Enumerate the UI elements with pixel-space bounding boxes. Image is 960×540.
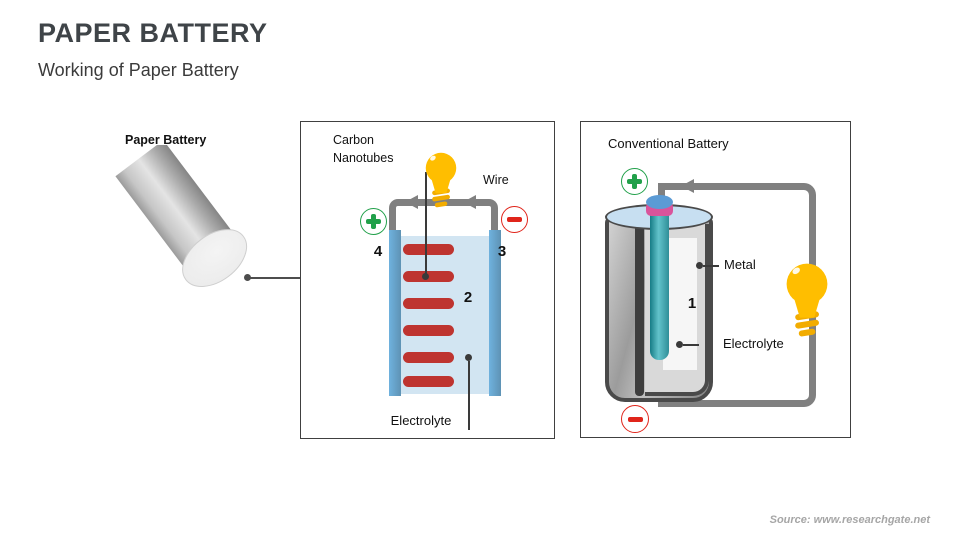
light-bulb-icon <box>786 263 828 337</box>
plus-icon <box>621 168 648 195</box>
wire-label: Wire <box>483 173 509 187</box>
page-subtitle: Working of Paper Battery <box>38 60 239 80</box>
electrolyte-pointer-dot <box>676 341 683 348</box>
conventional-battery-title: Conventional Battery <box>608 136 729 151</box>
paper-battery-panel: Carbon Nanotubes Wire 4 3 2 <box>300 121 555 439</box>
callout-number-4: 4 <box>373 243 383 260</box>
minus-icon <box>621 405 649 433</box>
current-arrow-left-icon <box>405 195 418 209</box>
light-bulb-icon <box>425 152 457 208</box>
conventional-battery-panel: Conventional Battery 1 Meta <box>580 121 851 438</box>
metal-label: Metal <box>724 257 756 272</box>
electrolyte-pointer-dot <box>465 354 472 361</box>
minus-glyph <box>507 217 522 222</box>
connector-line <box>249 277 300 279</box>
callout-number-2: 2 <box>463 289 473 306</box>
connector-dot <box>244 274 251 281</box>
electrolyte-pointer-line <box>468 361 470 430</box>
carbon-nanotube-bar <box>403 325 454 336</box>
carbon-nanotube-bar <box>403 376 454 387</box>
paper-battery-roll-illustration <box>115 145 248 287</box>
callout-number-3: 3 <box>497 243 507 260</box>
carbon-nanotubes-label: Carbon Nanotubes <box>333 133 394 166</box>
electrode-left <box>389 230 401 396</box>
page-title: PAPER BATTERY <box>38 18 268 48</box>
minus-icon <box>501 206 528 233</box>
plus-glyph <box>366 214 381 229</box>
source-credit: Source: www.researchgate.net <box>769 514 930 526</box>
callout-number-1: 1 <box>687 295 697 312</box>
electrolyte-label: Electrolyte <box>390 413 452 428</box>
metal-pointer-line <box>703 264 719 267</box>
metal-pointer-dot <box>696 262 703 269</box>
electrolyte-pointer-line <box>683 343 699 346</box>
carbon-nanotube-bar <box>403 352 454 363</box>
rod-cap-top <box>646 195 673 209</box>
carbon-nanotube-bar <box>403 298 454 309</box>
battery-separator-strip <box>635 220 644 396</box>
current-arrow-left-icon <box>463 195 476 209</box>
carbon-nanotubes-pointer-dot <box>422 273 429 280</box>
minus-glyph <box>627 416 643 422</box>
electrolyte-label: Electrolyte <box>723 336 784 351</box>
carbon-nanotubes-pointer-line <box>425 172 427 276</box>
paper-battery-label: Paper Battery <box>125 133 207 147</box>
battery-cutaway-illustration <box>605 195 717 404</box>
electrolyte-bath <box>401 236 489 394</box>
electrode-right <box>489 230 501 396</box>
plus-glyph <box>627 174 642 189</box>
plus-icon <box>360 208 387 235</box>
battery-center-rod <box>650 212 669 360</box>
current-arrow-left-icon <box>681 179 694 193</box>
carbon-nanotube-bar <box>403 244 454 255</box>
